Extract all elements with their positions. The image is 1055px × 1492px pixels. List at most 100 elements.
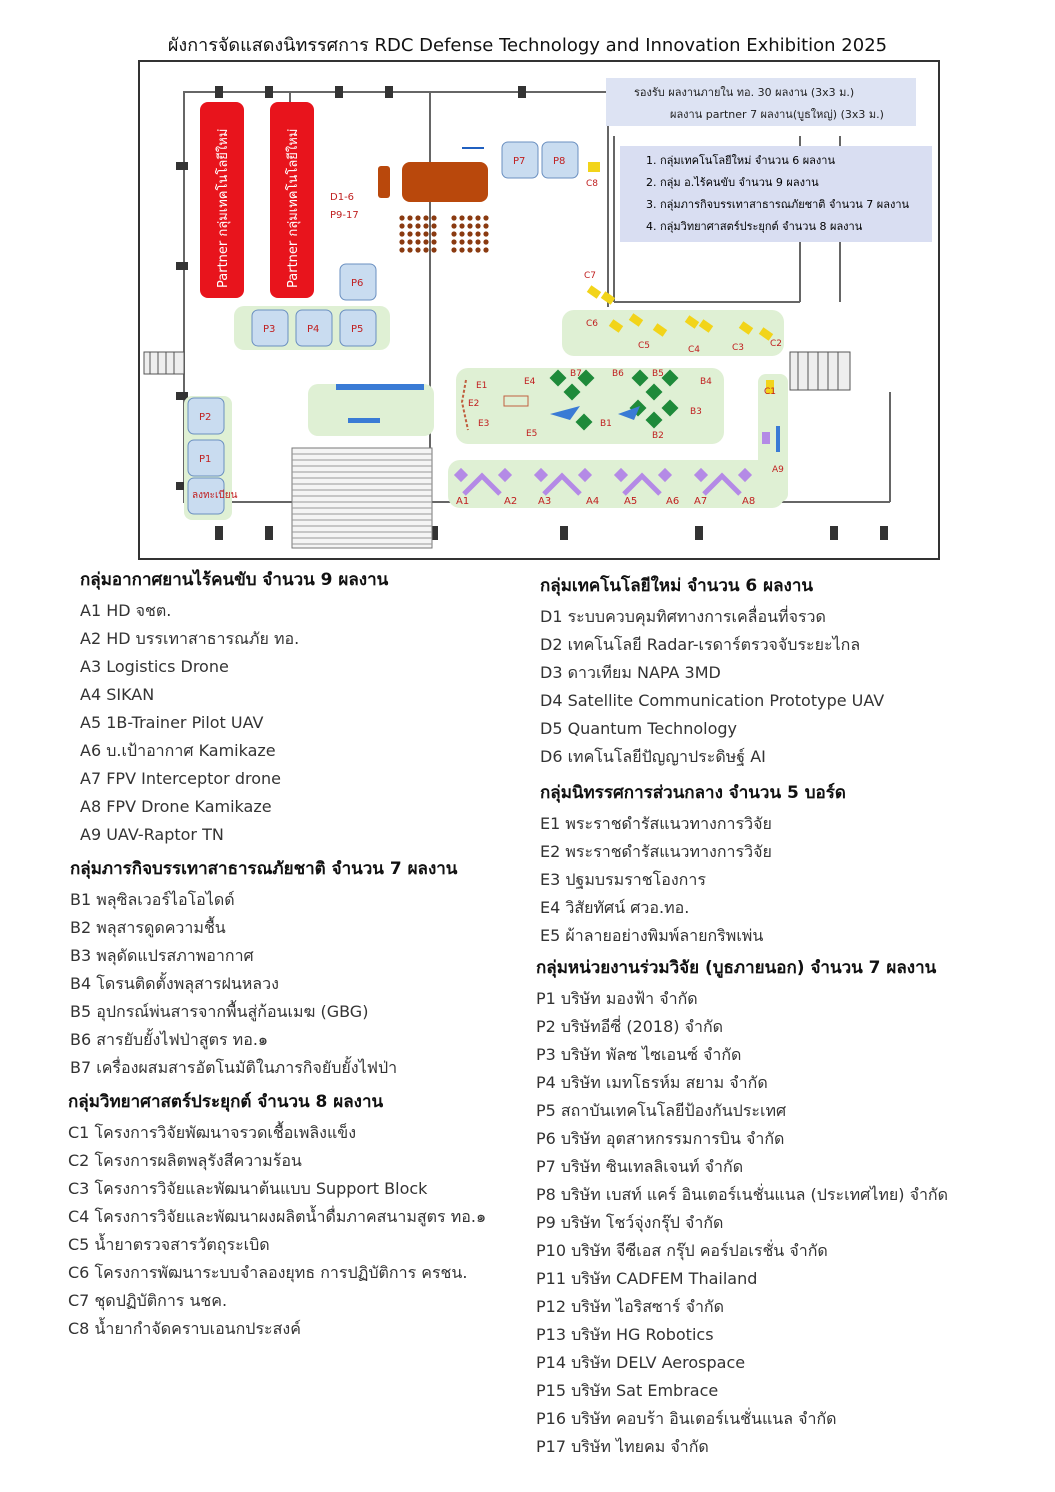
seat xyxy=(407,231,413,237)
group-p-partners: กลุ่มหน่วยงานร่วมวิจัย (บูธภายนอก) จำนวน… xyxy=(536,954,1036,1461)
legend-box xyxy=(620,146,932,242)
display-stand xyxy=(575,413,593,431)
seat xyxy=(467,231,473,237)
group-d-list: D1 ระบบควบคุมทิศทางการเคลื่อนที่จรวด D2 … xyxy=(540,603,1010,771)
list-item: C6 โครงการพัฒนาระบบจำลองยุทธ การปฏิบัติก… xyxy=(68,1263,468,1282)
display-stand xyxy=(563,383,581,401)
list-item: D1 ระบบควบคุมทิศทางการเคลื่อนที่จรวด xyxy=(540,607,826,626)
stairs-left xyxy=(143,351,185,375)
booth-label-b2: B2 xyxy=(652,431,664,441)
display-stand xyxy=(586,285,602,299)
group-e-central: กลุ่มนิทรรศการส่วนกลาง จำนวน 5 บอร์ด E1 … xyxy=(540,779,1010,950)
group-c-list: C1 โครงการวิจัยพัฒนาจรวดเชื้อเพลิงแข็ง C… xyxy=(68,1119,538,1343)
uav-marker xyxy=(497,467,513,483)
seat xyxy=(431,239,437,245)
seat xyxy=(423,231,429,237)
uav-display xyxy=(622,472,662,496)
list-item: P17 บริษัท ไทยคม จำกัด xyxy=(536,1437,709,1456)
p-area-label: P9-17 xyxy=(330,210,359,221)
booth-label-c6: C6 xyxy=(586,319,598,329)
list-item: P1 บริษัท มองฟ้า จำกัด xyxy=(536,989,698,1008)
list-item: D6 เทคโนโลยีปัญญาประดิษฐ์ AI xyxy=(540,747,766,766)
seat xyxy=(423,239,429,245)
seat xyxy=(483,239,489,245)
booth-p5 xyxy=(339,309,377,347)
seat xyxy=(415,239,421,245)
list-item: P9 บริษัท โชว์จุ่งกรุ๊ป จำกัด xyxy=(536,1213,724,1232)
list-item: D5 Quantum Technology xyxy=(540,719,737,738)
booth-label-a8: A8 xyxy=(742,496,755,507)
list-item: D4 Satellite Communication Prototype UAV xyxy=(540,691,885,710)
seat xyxy=(415,223,421,229)
seat xyxy=(475,247,481,253)
registration-booth xyxy=(187,477,225,515)
display-stand xyxy=(577,369,595,387)
seat xyxy=(423,215,429,221)
seat xyxy=(475,239,481,245)
list-item: B1 พลุซิลเวอร์ไอโอไดด์ xyxy=(70,890,235,909)
seat xyxy=(475,231,481,237)
display-stand xyxy=(661,399,679,417)
seat xyxy=(467,239,473,245)
list-item: P13 บริษัท HG Robotics xyxy=(536,1325,714,1344)
list-item: E5 ผ้าลายอย่างพิมพ์ลายกริพเพ่น xyxy=(540,926,764,945)
list-item: P11 บริษัท CADFEM Thailand xyxy=(536,1269,758,1288)
booth-p1 xyxy=(187,439,225,477)
uav-display xyxy=(542,472,582,496)
list-item: C1 โครงการวิจัยพัฒนาจรวดเชื้อเพลิงแข็ง xyxy=(68,1123,357,1142)
blue-display xyxy=(618,406,640,420)
booth-label-p5: P5 xyxy=(351,324,363,335)
uav-marker xyxy=(693,467,709,483)
seat xyxy=(399,215,405,221)
list-item: P10 บริษัท จีซีเอส กรุ๊ป คอร์ปอเรชั่น จำ… xyxy=(536,1241,828,1260)
list-item: D2 เทคโนโลยี Radar-เรดาร์ตรวจจับระยะไกล xyxy=(540,635,861,654)
seat xyxy=(399,247,405,253)
list-item: P12 บริษัท ไอริสซาร์ จำกัด xyxy=(536,1297,724,1316)
list-item: P16 บริษัท คอบร้า อินเตอร์เนชั่นแนล จำกั… xyxy=(536,1409,837,1428)
display-stand xyxy=(661,369,679,387)
booth-label-a7: A7 xyxy=(694,496,707,507)
seat xyxy=(407,239,413,245)
zone-center xyxy=(308,384,434,436)
booth-label-p8: P8 xyxy=(553,156,565,167)
uav-marker xyxy=(613,467,629,483)
seat xyxy=(483,231,489,237)
list-item: C2 โครงการผลิตพลุรังสีความร้อน xyxy=(68,1151,302,1170)
group-b-disaster: กลุ่มภารกิจบรรเทาสาธารณภัยชาติ จำนวน 7 ผ… xyxy=(70,855,540,1082)
list-item: A3 Logistics Drone xyxy=(80,657,229,676)
display-stand xyxy=(645,411,663,429)
stairs-right xyxy=(789,351,851,391)
board-stand xyxy=(503,395,529,407)
booth-p8 xyxy=(541,141,579,179)
group-b-title: กลุ่มภารกิจบรรเทาสาธารณภัยชาติ จำนวน 7 ผ… xyxy=(70,859,458,879)
seat xyxy=(451,223,457,229)
booth-label-b5: B5 xyxy=(652,369,664,379)
booth-label-e1: E1 xyxy=(476,381,487,391)
seat xyxy=(475,223,481,229)
booth-label-c3: C3 xyxy=(732,343,744,353)
list-item: B7 เครื่องผสมสารอัตโนมัติในภารกิจยับยั้ง… xyxy=(70,1058,398,1077)
booth-p4 xyxy=(295,309,333,347)
booth-label-c5: C5 xyxy=(638,341,650,351)
booth-label-c2: C2 xyxy=(770,339,782,349)
marks-layer xyxy=(453,162,780,496)
booth-label-b7: B7 xyxy=(570,369,582,379)
list-item: A1 HD จชต. xyxy=(80,601,172,620)
display-stand xyxy=(738,321,754,335)
seat xyxy=(459,223,465,229)
info-line-2: ผลงาน partner 7 ผลงาน(บูธใหญ่) (3x3 ม.) xyxy=(670,108,884,121)
center-blue-bar xyxy=(336,384,424,390)
group-d-new-tech: กลุ่มเทคโนโลยีใหม่ จำนวน 6 ผลงาน D1 ระบบ… xyxy=(540,572,1010,771)
seat xyxy=(415,215,421,221)
display-stand xyxy=(628,313,644,327)
list-item: P5 สถาบันเทคโนโลยีป้องกันประเทศ xyxy=(536,1101,787,1120)
booth-label-e2: E2 xyxy=(468,399,479,409)
list-item: P15 บริษัท Sat Embrace xyxy=(536,1381,719,1400)
list-item: A5 1B-Trainer Pilot UAV xyxy=(80,713,264,732)
seat xyxy=(459,239,465,245)
display-stand xyxy=(645,383,663,401)
info-line-1: รองรับ ผลงานภายใน ทอ. 30 ผลงาน (3x3 ม.) xyxy=(634,86,854,99)
list-item: A8 FPV Drone Kamikaze xyxy=(80,797,272,816)
booth-label-a1: A1 xyxy=(456,496,469,507)
